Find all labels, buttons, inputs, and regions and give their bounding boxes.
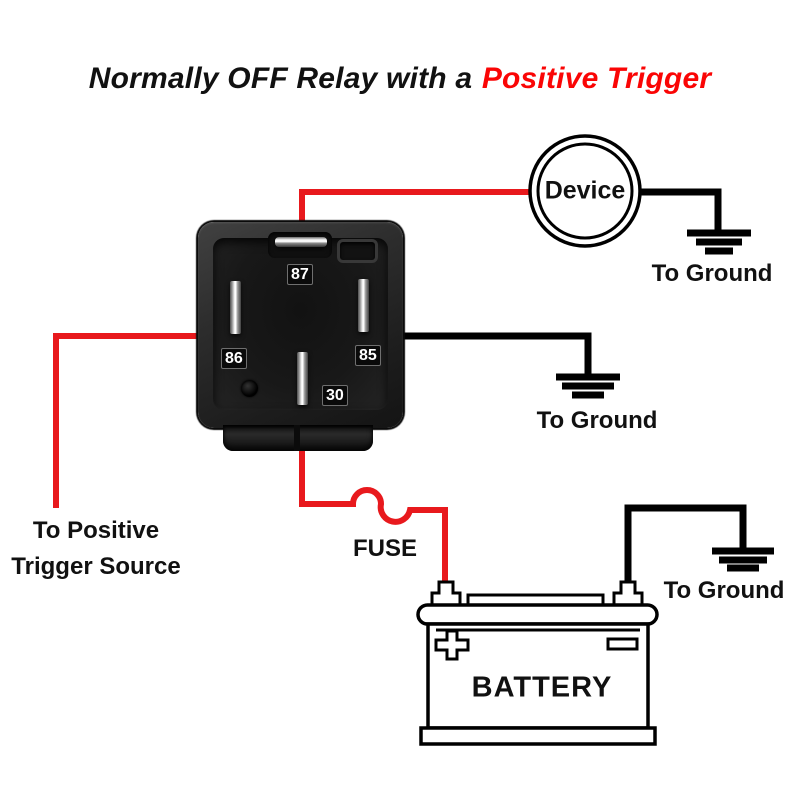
trigger-source-line2: Trigger Source: [11, 553, 181, 580]
wire-pin85-to-ground: [395, 332, 592, 374]
relay-pin85-blade: [358, 279, 369, 332]
to-ground-label-device: To Ground: [651, 260, 773, 287]
pin-label-30: 30: [322, 385, 348, 406]
to-ground-label-battery: To Ground: [663, 577, 785, 604]
title-text-red: Positive Trigger: [481, 62, 712, 95]
battery-label: BATTERY: [471, 671, 613, 704]
wire-trigger-to-pin86: [53, 333, 210, 508]
pin-label-85: 85: [355, 345, 381, 366]
relay-bottom-tab: [223, 425, 373, 451]
wire-battery-to-ground: [624, 504, 747, 592]
relay-pin86-blade: [230, 281, 241, 334]
pin-label-86: 86: [221, 348, 247, 369]
battery-negative-terminal: [612, 580, 644, 607]
device-inner-circle: [536, 142, 634, 240]
relay-tab-divider: [294, 425, 300, 451]
battery-top-bar: [416, 603, 659, 626]
minus-terminal-icon: [606, 637, 639, 651]
ground-symbol-icon: [712, 547, 774, 572]
device-label: Device: [544, 176, 626, 205]
device-symbol: [528, 134, 642, 248]
battery-base: [419, 726, 657, 746]
relay-body: 87 86 85 30: [198, 222, 403, 451]
to-ground-label-pin85: To Ground: [536, 407, 658, 434]
trigger-source-label: To Positive Trigger Source: [11, 513, 180, 585]
relay-top-right-recess: [337, 239, 378, 263]
plus-terminal-icon: [434, 629, 470, 661]
relay-mount-dimple: [241, 380, 258, 397]
ground-symbol-icon: [687, 229, 751, 255]
wire-pin87-to-device: [299, 189, 560, 235]
wire-device-to-ground: [610, 188, 722, 230]
trigger-source-line1: To Positive: [32, 517, 160, 544]
fuse-label: FUSE: [352, 535, 418, 562]
ground-symbol-icon: [556, 373, 620, 399]
relay-pin30-blade: [297, 352, 308, 405]
wire-pin30-fuse-battery: [299, 440, 448, 589]
pin-label-87: 87: [287, 264, 313, 285]
battery-positive-terminal: [430, 580, 462, 607]
relay-pin87-blade: [275, 237, 327, 247]
title-text-black: Normally OFF Relay with a: [88, 62, 473, 95]
battery-symbol: [416, 580, 659, 746]
